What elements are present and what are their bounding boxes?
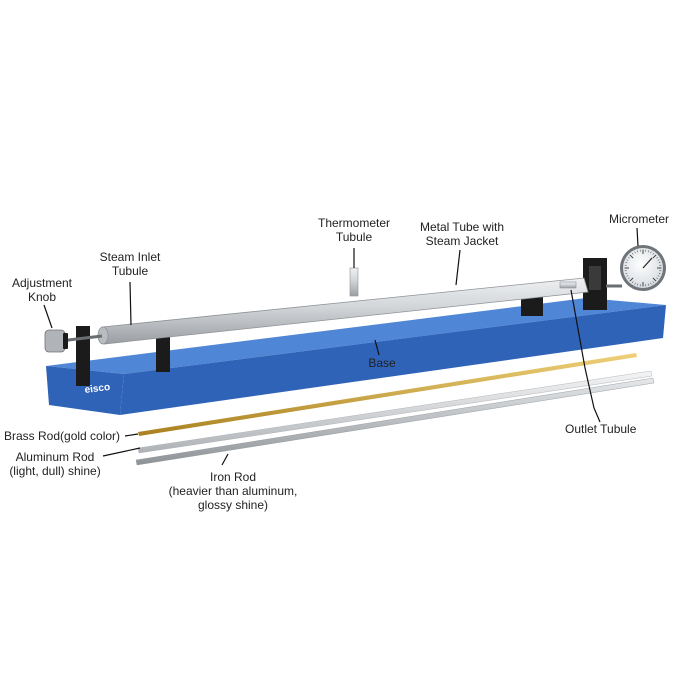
micrometer-tick: [658, 262, 661, 264]
micrometer-tick: [652, 277, 657, 282]
label-iron-rod-line2: (heavier than aluminum,: [168, 484, 298, 498]
label-micrometer: Micrometer: [608, 212, 669, 226]
micrometer-tick: [656, 256, 659, 259]
knob-grip: [63, 333, 68, 349]
micrometer-tick: [647, 283, 649, 286]
label-steam-inlet: Steam Inlet Tubule: [90, 250, 170, 278]
label-outlet: Outlet Tubule: [565, 422, 637, 436]
label-adjustment-knob-line2: Knob: [27, 290, 57, 304]
brand-logo: eisco: [84, 382, 111, 396]
micrometer-tick: [625, 262, 628, 264]
label-steam-inlet-line2: Tubule: [111, 264, 149, 278]
label-adjustment-knob: Adjustment Knob: [8, 276, 76, 304]
micrometer-tick: [631, 281, 634, 284]
micrometer-ticks: [624, 249, 662, 287]
leader-base: [374, 339, 380, 356]
micrometer-tick: [657, 259, 660, 261]
leader-adjustment-knob: [43, 304, 53, 329]
label-adjustment-knob-line1: Adjustment: [11, 276, 73, 290]
label-iron-rod-line3: glossy shine): [197, 498, 269, 512]
support-left: [76, 326, 90, 386]
leader-metal-tube: [455, 249, 461, 286]
label-metal-tube: Metal Tube with Steam Jacket: [402, 220, 522, 248]
micrometer-tick: [652, 281, 655, 284]
leader-micrometer: [636, 227, 639, 247]
aluminum-rod: [137, 370, 653, 454]
base-long-face: [120, 305, 666, 415]
micrometer-tick: [631, 252, 634, 255]
micrometer-tick: [634, 251, 636, 254]
micrometer-tick: [637, 283, 639, 286]
micrometer-tick: [658, 272, 661, 274]
leader-aluminum-rod: [102, 447, 141, 457]
leader-brass-rod: [124, 433, 139, 437]
label-brass-rod: Brass Rod(gold color): [4, 429, 121, 443]
micrometer-tick: [657, 275, 660, 277]
knob-body: [44, 329, 66, 353]
micrometer-tick: [629, 277, 634, 282]
label-thermometer-line1: Thermometer: [317, 216, 391, 230]
label-metal-tube-line1: Metal Tube with: [419, 220, 505, 234]
leader-lines: [43, 227, 639, 466]
micrometer-needle: [642, 257, 653, 269]
label-thermometer: Thermometer Tubule: [304, 216, 404, 244]
adjustment-knob: [44, 329, 103, 353]
support-micrometer-inner: [589, 266, 601, 290]
micrometer-tick: [650, 282, 652, 285]
outlet-tubule: [559, 281, 577, 289]
micrometer-tick: [647, 250, 649, 253]
base-front-face: [46, 366, 124, 415]
label-base: Base: [368, 356, 396, 370]
micrometer-tick: [650, 251, 652, 254]
micrometer-tick: [634, 282, 636, 285]
label-thermometer-line2: Tubule: [335, 230, 373, 244]
sample-rods: [135, 353, 655, 466]
micrometer-tick: [656, 277, 659, 280]
label-aluminum-rod-line2: (light, dull) shine): [9, 464, 101, 478]
micrometer-tick: [626, 259, 629, 261]
label-metal-tube-line2: Steam Jacket: [425, 234, 499, 248]
leader-outlet: [570, 289, 601, 423]
micrometer-tick: [625, 272, 628, 274]
leader-steam-inlet: [129, 281, 132, 326]
micrometer-tick: [627, 256, 630, 259]
brass-rod: [138, 353, 637, 436]
micrometer-tick: [652, 254, 657, 259]
iron-rod: [135, 377, 655, 466]
label-aluminum-rod: Aluminum Rod (light, dull) shine): [2, 450, 108, 478]
micrometer-tick: [627, 277, 630, 280]
micrometer-tick: [637, 250, 639, 253]
label-iron-rod-line1: Iron Rod: [209, 470, 257, 484]
label-steam-inlet-line1: Steam Inlet: [99, 250, 161, 264]
base-top-face: [46, 298, 666, 374]
label-aluminum-rod-line1: Aluminum Rod: [15, 450, 95, 464]
tube-supports: [76, 258, 607, 386]
label-iron-rod: Iron Rod (heavier than aluminum, glossy …: [158, 470, 308, 512]
base-block: [46, 298, 666, 415]
micrometer-tick: [626, 275, 629, 277]
support-middle: [156, 330, 170, 372]
micrometer-tick: [629, 254, 634, 259]
micrometer-tick: [652, 252, 655, 255]
leader-iron-rod: [221, 453, 229, 466]
thermometer-tubule: [349, 267, 359, 297]
micrometer: [606, 245, 666, 291]
